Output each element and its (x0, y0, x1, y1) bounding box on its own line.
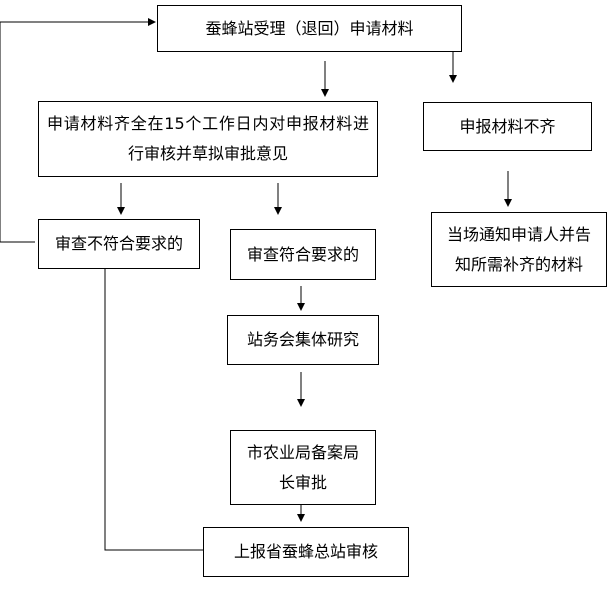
file-label: 市农业局备案局长审批 (246, 442, 359, 492)
not-compliant-label: 审查不符合要求的 (54, 234, 183, 253)
study-label: 站务会集体研究 (246, 330, 359, 349)
report-label: 上报省蚕蜂总站审核 (233, 542, 378, 561)
notify-label: 当场通知申请人并告知所需补齐的材料 (446, 224, 591, 274)
start-box: 蚕蜂站受理（退回）申请材料 (157, 5, 462, 52)
notify-box: 当场通知申请人并告知所需补齐的材料 (431, 212, 607, 287)
start-label: 蚕蜂站受理（退回）申请材料 (205, 18, 414, 38)
review-label: 申请材料齐全在15个工作日内对申报材料进行审核并草拟审批意见 (47, 114, 369, 163)
file-box: 市农业局备案局长审批 (230, 430, 376, 505)
report-box: 上报省蚕蜂总站审核 (203, 527, 409, 577)
study-box: 站务会集体研究 (227, 315, 379, 365)
arrow-report-notcompliant (101, 253, 203, 551)
compliant-label: 审查符合要求的 (246, 244, 359, 264)
not-compliant-box: 审查不符合要求的 (38, 219, 200, 269)
incomplete-label: 申报材料不齐 (459, 116, 556, 136)
return-loop-arrow (0, 18, 156, 242)
compliant-box: 审查符合要求的 (230, 229, 376, 280)
review-box: 申请材料齐全在15个工作日内对申报材料进行审核并草拟审批意见 (38, 101, 378, 177)
incomplete-box: 申报材料不齐 (423, 102, 592, 151)
